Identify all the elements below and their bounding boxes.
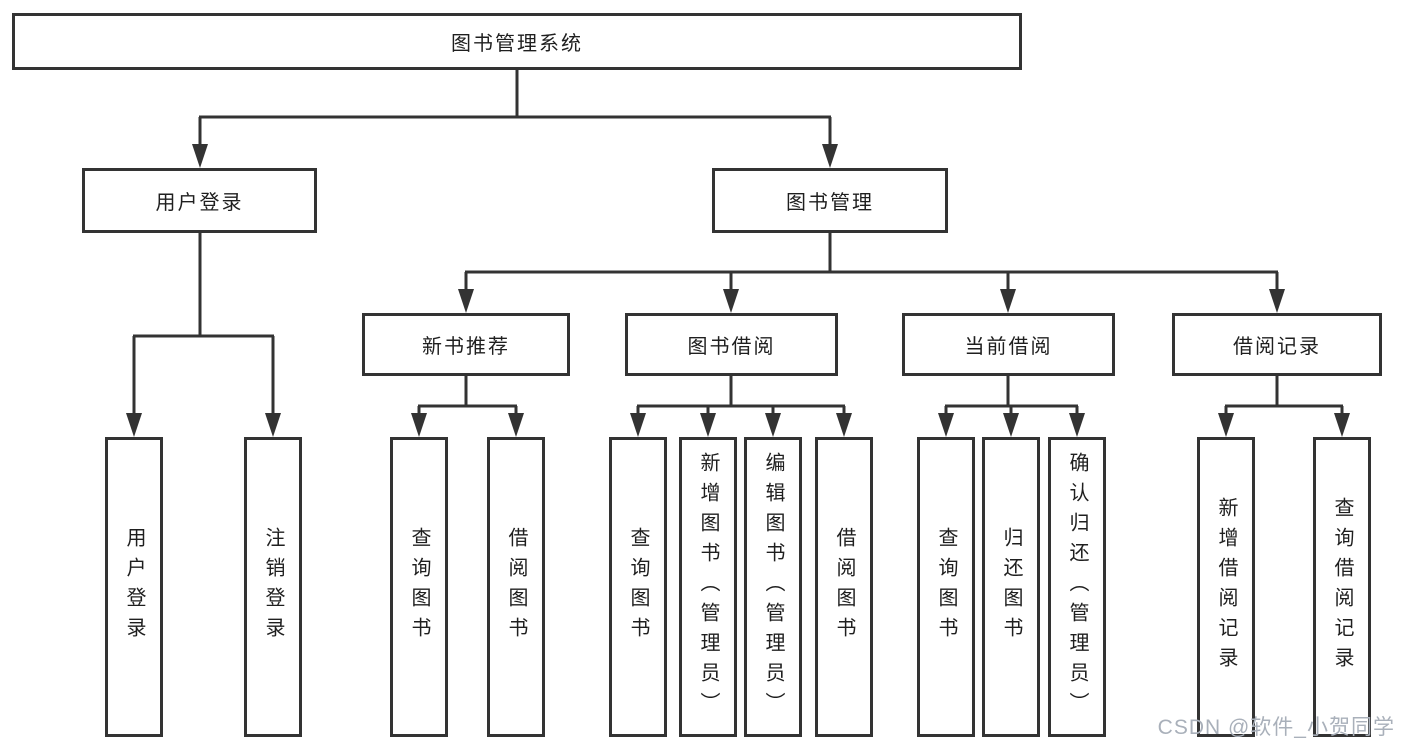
node-borrow-records-label: 借阅记录: [1233, 336, 1321, 358]
leaf-newbooks-query: 查询图书: [390, 437, 448, 737]
node-root: 图书管理系统: [12, 13, 1022, 70]
leaf-current-query: 查询图书: [917, 437, 975, 737]
node-new-books: 新书推荐: [362, 313, 570, 376]
leaf-user-login: 用户登录: [105, 437, 163, 737]
leaf-newbooks-borrow: 借阅图书: [487, 437, 545, 737]
leaf-records-add-label: 新增借阅记录: [1215, 497, 1237, 677]
leaf-borrow-edit-admin-label: 编辑图书（管理员）: [762, 452, 784, 722]
leaf-newbooks-query-label: 查询图书: [408, 527, 430, 647]
leaf-records-query-label: 查询借阅记录: [1331, 497, 1353, 677]
node-book-borrow: 图书借阅: [625, 313, 838, 376]
leaf-current-return: 归还图书: [982, 437, 1040, 737]
node-user-login: 用户登录: [82, 168, 317, 233]
leaf-borrow-query: 查询图书: [609, 437, 667, 737]
leaf-borrow-edit-admin: 编辑图书（管理员）: [744, 437, 802, 737]
node-root-label: 图书管理系统: [451, 33, 583, 55]
node-book-borrow-label: 图书借阅: [687, 336, 776, 358]
leaf-newbooks-borrow-label: 借阅图书: [505, 527, 527, 647]
node-current-borrow-label: 当前借阅: [964, 336, 1053, 358]
leaf-borrow-borrow: 借阅图书: [815, 437, 873, 737]
leaf-borrow-query-label: 查询图书: [627, 527, 649, 647]
leaf-borrow-add-admin-label: 新增图书（管理员）: [697, 452, 719, 722]
leaf-records-query: 查询借阅记录: [1313, 437, 1371, 737]
watermark: CSDN @软件_小贺同学: [1157, 716, 1395, 739]
leaf-borrow-add-admin: 新增图书（管理员）: [679, 437, 737, 737]
node-book-manage-label: 图书管理: [786, 192, 874, 214]
node-user-login-label: 用户登录: [155, 192, 244, 214]
leaf-logout: 注销登录: [244, 437, 302, 737]
node-book-manage: 图书管理: [712, 168, 948, 233]
leaf-current-query-label: 查询图书: [935, 527, 957, 647]
leaf-logout-label: 注销登录: [262, 527, 284, 647]
leaf-records-add: 新增借阅记录: [1197, 437, 1255, 737]
leaf-borrow-borrow-label: 借阅图书: [833, 527, 855, 647]
node-borrow-records: 借阅记录: [1172, 313, 1382, 376]
leaf-current-confirm-admin: 确认归还（管理员）: [1048, 437, 1106, 737]
leaf-user-login-label: 用户登录: [123, 527, 145, 647]
node-current-borrow: 当前借阅: [902, 313, 1115, 376]
leaf-current-confirm-admin-label: 确认归还（管理员）: [1066, 452, 1088, 722]
node-new-books-label: 新书推荐: [422, 336, 510, 358]
leaf-current-return-label: 归还图书: [1000, 527, 1022, 647]
